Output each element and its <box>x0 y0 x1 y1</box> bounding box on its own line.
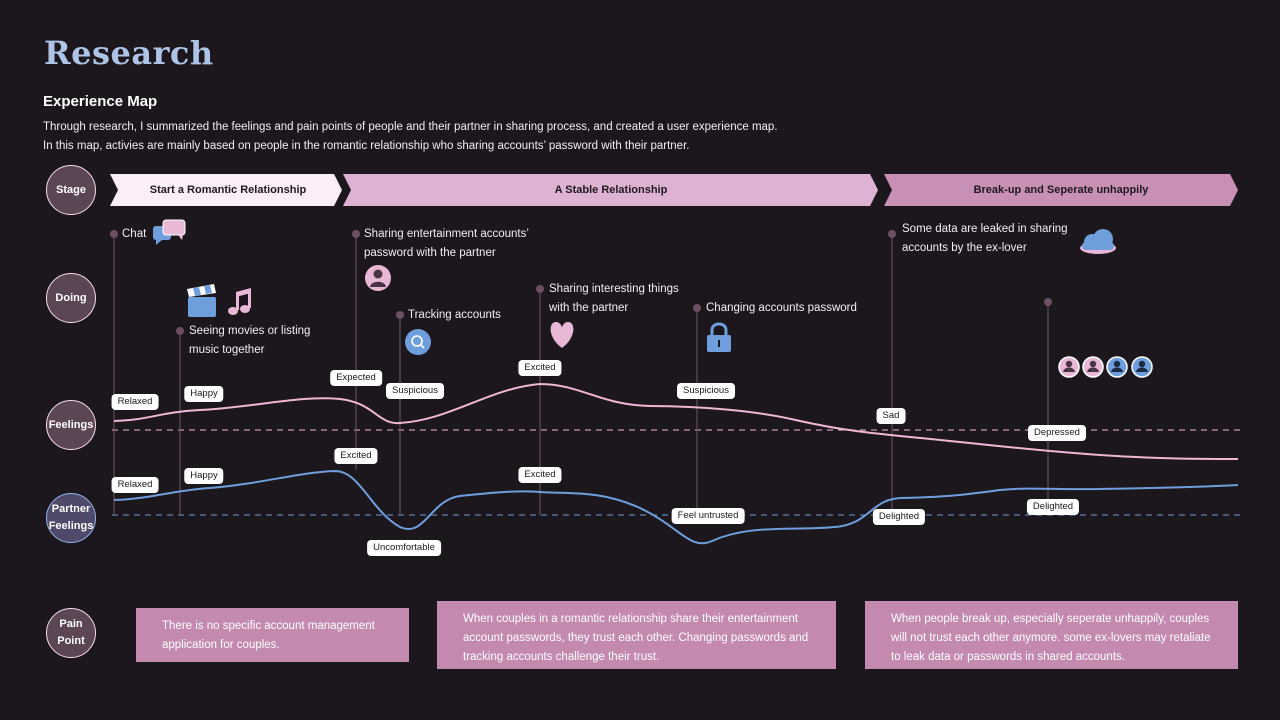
partner-feelings-curve <box>113 469 1239 545</box>
feeling-pill-suspicious-2: Suspicious <box>677 383 735 399</box>
guide-dot-leaked <box>888 230 896 238</box>
heart-icon <box>550 322 574 348</box>
feeling-pill-excited: Excited <box>518 360 562 376</box>
description-line-2: In this map, activies are mainly based o… <box>43 140 690 152</box>
description: Through research, I summarized the feeli… <box>43 118 778 156</box>
description-line-1: Through research, I summarized the feeli… <box>43 121 778 133</box>
partner-pill-happy: Happy <box>184 468 224 484</box>
partner-pill-excited-2: Excited <box>518 467 562 483</box>
stage-chevron-1 <box>110 174 342 206</box>
feeling-pill-happy: Happy <box>184 386 224 402</box>
doing-chat: Chat <box>122 228 147 240</box>
feeling-pill-relaxed: Relaxed <box>111 394 159 410</box>
doing-sharing-things: Sharing interesting things with the part… <box>549 283 679 314</box>
row-label-doing: Doing <box>46 273 96 323</box>
chat-bubbles-icon <box>153 219 186 245</box>
guide-dot-movies <box>176 327 184 335</box>
pain-point-1: There is no specific account management … <box>136 608 409 662</box>
feeling-pill-sad: Sad <box>876 408 906 424</box>
stage-label-3: Break-up and Seperate unhappily <box>973 183 1149 196</box>
lock-icon <box>707 322 731 352</box>
guide-dot-sharing-pw <box>352 230 360 238</box>
guide-dot-chat <box>110 230 118 238</box>
partner-pill-relaxed: Relaxed <box>111 477 159 493</box>
guide-dot-sharing-things <box>536 285 544 293</box>
partner-pill-uncomfortable: Uncomfortable <box>367 540 441 556</box>
guide-dot-end <box>1044 298 1052 306</box>
clapperboard-icon <box>187 284 216 317</box>
partner-pill-excited-1: Excited <box>334 448 378 464</box>
feelings-curve <box>113 382 1239 460</box>
guide-dot-changing <box>693 304 701 312</box>
pain-point-2: When couples in a romantic relationship … <box>437 601 836 669</box>
section-subtitle: Experience Map <box>43 93 158 110</box>
stage-chevron-2 <box>343 174 878 206</box>
doing-changing-password: Changing accounts password <box>706 302 857 314</box>
partner-pill-untrusted: Feel untrusted <box>671 508 745 524</box>
doing-sharing-password: Sharing entertainment accounts’ password… <box>364 228 529 259</box>
doing-movies: Seeing movies or listing music together <box>189 325 311 356</box>
partner-pill-delighted-1: Delighted <box>872 509 926 525</box>
cloud-icon <box>1080 229 1116 254</box>
stage-label-2: A Stable Relationship <box>554 183 668 196</box>
feeling-pill-depressed: Depressed <box>1028 425 1086 441</box>
feeling-pill-expected: Expected <box>330 370 382 386</box>
music-note-icon <box>228 288 251 315</box>
partner-pill-delighted-2: Delighted <box>1026 499 1080 515</box>
doing-data-leaked: Some data are leaked in sharing accounts… <box>902 223 1068 254</box>
guide-dot-tracking <box>396 311 404 319</box>
row-label-feelings: Feelings <box>46 400 96 450</box>
group-avatars-icon <box>1058 356 1153 378</box>
stage-label-1: Start a Romantic Relationship <box>149 183 307 196</box>
feeling-pill-suspicious-1: Suspicious <box>386 383 444 399</box>
pain-point-3: When people break up, especially seperat… <box>865 601 1238 669</box>
page-title: Research <box>44 34 214 72</box>
stage-chevron-3 <box>884 174 1238 206</box>
row-label-stage: Stage <box>46 165 96 215</box>
user-avatar-icon <box>365 265 391 291</box>
search-icon <box>405 329 431 355</box>
doing-tracking: Tracking accounts <box>408 309 501 321</box>
